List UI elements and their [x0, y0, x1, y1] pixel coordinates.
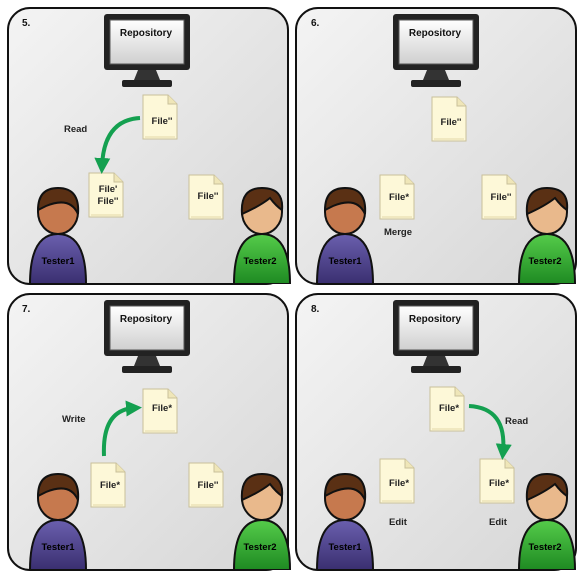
panel-8-graphics [295, 293, 577, 571]
repository-label: Repository [408, 28, 462, 39]
arrow-label: Read [64, 124, 88, 135]
tester1-caption: Merge [384, 227, 412, 238]
tester1-label: Tester1 [41, 542, 75, 553]
repo-file-label: File* [438, 403, 460, 414]
panel-number: 7. [22, 304, 31, 315]
tester2-label: Tester2 [528, 256, 562, 267]
tester1-file-label-2: File'' [97, 196, 119, 207]
read-arrow [94, 116, 141, 174]
arrow-label: Write [62, 414, 86, 425]
repository-label: Repository [119, 314, 173, 325]
tester1-label: Tester1 [328, 542, 362, 553]
tester2-caption: Edit [489, 517, 507, 528]
panel-5-graphics [7, 7, 291, 285]
tester2-file-label: File'' [197, 480, 219, 491]
panel-8: 8. Repository File* Read File* Edit File… [293, 290, 580, 573]
repo-file-label: File'' [151, 116, 173, 127]
tester1-file-label: File* [388, 192, 410, 203]
arrow-label: Read [505, 416, 529, 427]
tester1-label: Tester1 [328, 256, 362, 267]
panel-number: 5. [22, 18, 31, 29]
panel-6: 6. Repository File'' File* Merge File'' … [293, 4, 580, 287]
panel-number: 6. [311, 18, 320, 29]
tester1-caption: Edit [389, 517, 407, 528]
panel-number: 8. [311, 304, 320, 315]
tester1-file-label: File* [388, 478, 410, 489]
tester2-file-label: File* [488, 478, 510, 489]
tester2-label: Tester2 [528, 542, 562, 553]
tester2-label: Tester2 [243, 542, 277, 553]
repo-file-label: File'' [440, 117, 462, 128]
panel-6-graphics [295, 7, 577, 285]
read-arrow [468, 404, 512, 460]
tester2-file-label: File'' [197, 191, 219, 202]
panel-7-graphics [7, 293, 291, 571]
panel-7: 7. Repository File* Write File* File'' T… [4, 290, 291, 573]
tester2-file-label: File'' [490, 192, 512, 203]
tester2-label: Tester2 [243, 256, 277, 267]
write-arrow [101, 400, 142, 457]
repository-label: Repository [408, 314, 462, 325]
repository-label: Repository [119, 28, 173, 39]
tester1-file-label: File* [99, 480, 121, 491]
tester1-file-label-1: File' [98, 184, 118, 195]
panel-5: 5. Repository File'' Read File' File'' F… [4, 4, 291, 287]
tester1-label: Tester1 [41, 256, 75, 267]
repo-file-label: File* [151, 403, 173, 414]
